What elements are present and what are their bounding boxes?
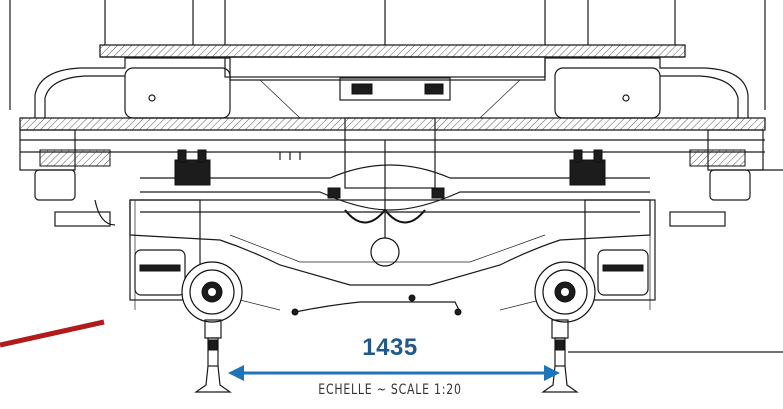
left-buffer [19, 129, 116, 227]
pointer-line [0, 319, 105, 348]
left-wheel [181, 261, 243, 323]
right-rail [541, 319, 783, 393]
gauge-dimension-arrow [228, 365, 560, 381]
left-rail [194, 319, 232, 393]
upper-bolster [34, 57, 749, 119]
center-pivot [140, 140, 650, 267]
bogie-frame [129, 149, 656, 310]
right-wheel [534, 261, 596, 323]
body-top-plate [99, 44, 686, 78]
brake-rod [239, 294, 541, 316]
main-crossbeam [19, 117, 766, 189]
scale-label: ECHELLE ~ SCALE 1:20 [318, 382, 462, 398]
track-gauge-label: 1435 [362, 334, 418, 361]
upper-frame-lines [9, 0, 766, 110]
right-buffer [669, 129, 783, 227]
